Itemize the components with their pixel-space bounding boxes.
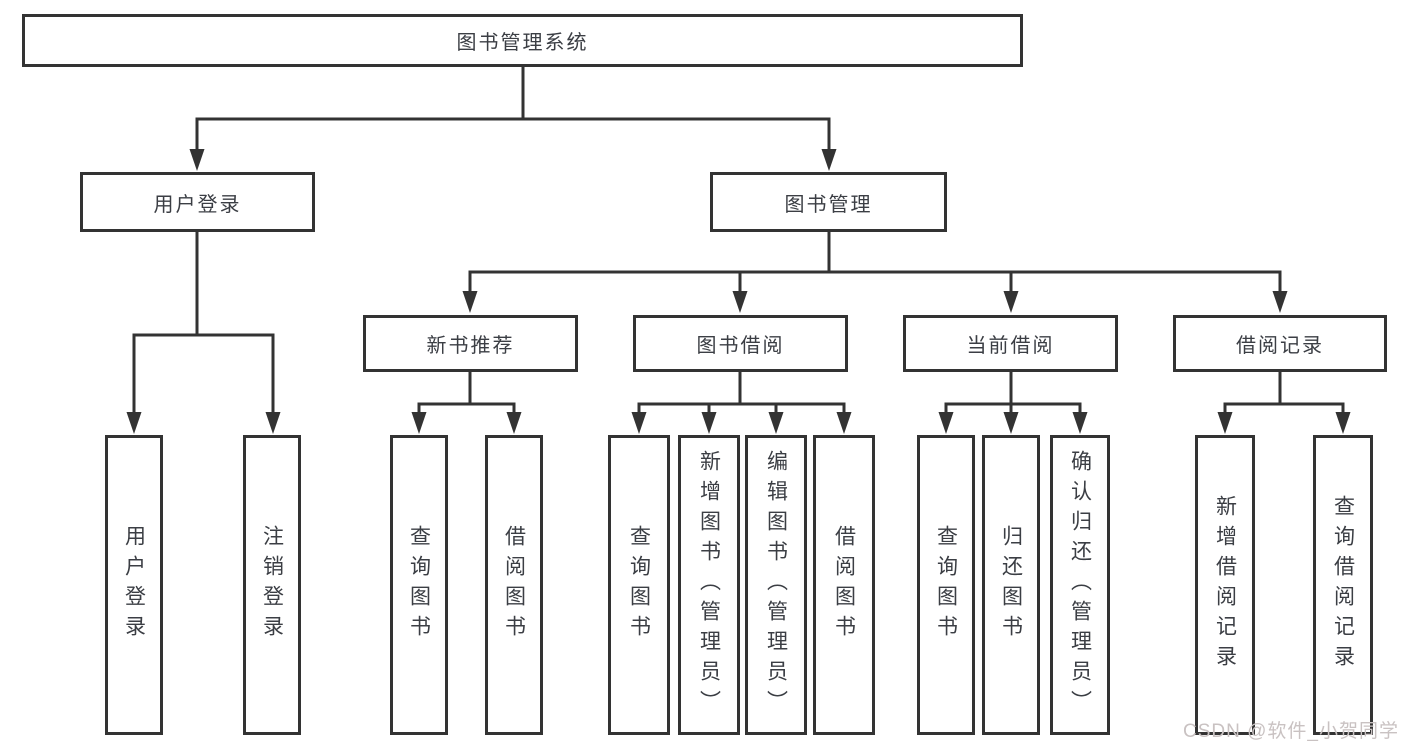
leaf-edit-book-admin: 编辑图书（管理员） xyxy=(745,435,807,735)
connector-root-to-level2 xyxy=(189,67,837,171)
connector-new-book-children xyxy=(411,372,522,434)
leaf-confirm-return-admin: 确认归还（管理员） xyxy=(1050,435,1110,735)
leaf-return-book: 归还图书 xyxy=(982,435,1040,735)
node-user-login: 用户登录 xyxy=(80,172,315,232)
connector-current-children xyxy=(938,372,1088,434)
node-current-borrowing: 当前借阅 xyxy=(903,315,1118,372)
leaf-borrow-books-recommend: 借阅图书 xyxy=(485,435,543,735)
leaf-query-books-current: 查询图书 xyxy=(917,435,975,735)
connector-book-management-children xyxy=(462,232,1288,313)
node-book-management: 图书管理 xyxy=(710,172,947,232)
node-borrow-records: 借阅记录 xyxy=(1173,315,1387,372)
connector-borrow-children xyxy=(631,372,852,434)
leaf-query-books-borrowing: 查询图书 xyxy=(608,435,670,735)
leaf-logout-login: 注销登录 xyxy=(243,435,301,735)
connector-records-children xyxy=(1217,372,1351,434)
leaf-new-borrow-record: 新增借阅记录 xyxy=(1195,435,1255,735)
node-new-book-recommend: 新书推荐 xyxy=(363,315,578,372)
leaf-query-borrow-record: 查询借阅记录 xyxy=(1313,435,1373,735)
connector-user-login-children xyxy=(126,232,281,434)
leaf-query-books-recommend: 查询图书 xyxy=(390,435,448,735)
leaf-user-login: 用户登录 xyxy=(105,435,163,735)
leaf-borrow-books-borrowing: 借阅图书 xyxy=(813,435,875,735)
node-library-system: 图书管理系统 xyxy=(22,14,1023,67)
node-book-borrowing: 图书借阅 xyxy=(633,315,848,372)
leaf-add-book-admin: 新增图书（管理员） xyxy=(678,435,740,735)
